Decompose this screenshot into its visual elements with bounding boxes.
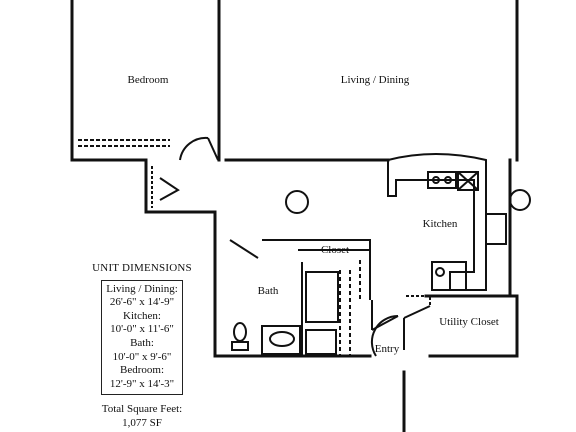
kitchen-counter — [387, 153, 487, 291]
wall-utility — [424, 294, 519, 358]
dim-total-label: Total Square Feet: — [101, 403, 183, 416]
wall-bath-top — [262, 239, 371, 300]
range — [457, 171, 479, 191]
dim-kitchen-value: 10'-0" x 11'-6" — [110, 323, 174, 336]
room-label-bedroom: Bedroom — [127, 74, 169, 86]
vanity — [261, 325, 301, 355]
bathtub — [305, 271, 339, 323]
kitchen-island — [431, 261, 467, 291]
dim-bath-value: 10'-0" x 9'-6" — [112, 350, 172, 363]
bedroom-door-swing — [179, 136, 209, 161]
dim-living-dining-label: Living / Dining: — [106, 282, 178, 295]
sink-basin — [269, 331, 295, 347]
wall-closet-left — [144, 158, 242, 358]
closet-door-small — [159, 177, 180, 201]
dim-kitchen-label: Kitchen: — [123, 309, 161, 322]
dim-total-value: 1,077 SF — [122, 416, 162, 429]
dim-bedroom-value: 12'-9" x 14'-3" — [109, 377, 175, 390]
fridge — [485, 213, 507, 245]
dim-bedroom-label: Bedroom: — [120, 364, 164, 377]
room-label-kitchen: Kitchen — [422, 218, 458, 230]
column-circle — [285, 190, 309, 214]
kitchen-sink — [427, 171, 457, 189]
dim-bath-label: Bath: — [130, 336, 154, 349]
unit-dimensions-heading: UNIT DIMENSIONS — [92, 262, 192, 274]
wall-bedroom-left — [70, 0, 148, 162]
toilet — [233, 322, 247, 342]
unit-dimensions-box: Living / Dining: 26'-6" x 14'-9" Kitchen… — [101, 279, 183, 396]
room-label-bath: Bath — [257, 285, 279, 297]
room-label-living-dining: Living / Dining — [340, 74, 410, 86]
room-label-closet: Closet — [320, 244, 350, 256]
room-label-utility-closet: Utility Closet — [439, 316, 499, 328]
unit-dimensions-block: UNIT DIMENSIONS Living / Dining: 26'-6" … — [88, 262, 196, 431]
linen-closet — [305, 329, 337, 355]
dim-living-dining-value: 26'-6" x 14'-9" — [109, 296, 175, 309]
room-label-entry: Entry — [374, 343, 400, 355]
wall-bath-left — [229, 239, 259, 259]
utility-door — [403, 305, 431, 319]
